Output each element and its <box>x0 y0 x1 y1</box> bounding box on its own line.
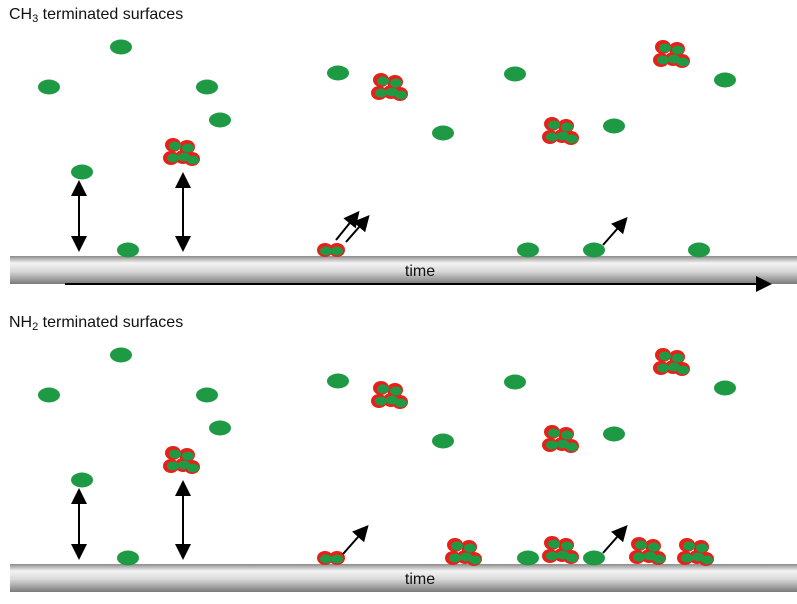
particle <box>209 420 231 436</box>
coated-cluster <box>542 117 579 145</box>
desorb-arrow <box>335 210 360 241</box>
title-prefix: CH <box>9 6 33 23</box>
desorb-arrow <box>602 216 628 246</box>
particle <box>603 426 625 442</box>
time-label: time <box>405 263 435 280</box>
title-subscript: 3 <box>32 13 39 25</box>
adsorbed-particle <box>517 242 539 258</box>
title-prefix: NH <box>9 314 33 331</box>
coated-cluster <box>653 40 690 68</box>
particle <box>714 72 736 88</box>
title-subscript: 2 <box>32 321 39 333</box>
panel-title: CH3 terminated surfaces <box>9 6 183 25</box>
desorb-arrow <box>345 214 370 243</box>
panel-nh2: NH2 terminated surfaces time <box>0 308 797 604</box>
adsorbed-cluster <box>629 537 666 565</box>
diagram-canvas: time <box>10 39 797 292</box>
coated-cluster <box>371 73 408 101</box>
coated-cluster <box>653 348 690 376</box>
adsorbed-particle <box>688 242 710 258</box>
particle <box>196 387 218 403</box>
particle <box>327 373 349 389</box>
adsorbed-particle <box>583 242 605 258</box>
particle <box>603 118 625 134</box>
coated-cluster <box>163 446 200 474</box>
desorb-arrow <box>602 524 628 554</box>
title-suffix: terminated surfaces <box>38 6 184 23</box>
adsorbed-pair <box>317 243 345 257</box>
title-suffix: terminated surfaces <box>38 314 184 331</box>
surface-bar <box>10 256 797 284</box>
panel-ch3: CH3 terminated surfaces <box>0 0 797 296</box>
particle <box>504 66 526 82</box>
particle <box>432 125 454 141</box>
adsorbed-particle <box>583 550 605 566</box>
adsorbed-pair <box>317 551 345 565</box>
particle <box>38 79 60 95</box>
panel-title: NH2 terminated surfaces <box>9 314 183 333</box>
particle <box>327 65 349 81</box>
coated-cluster <box>542 425 579 453</box>
particle <box>71 472 93 488</box>
particle <box>209 112 231 128</box>
coated-cluster <box>371 381 408 409</box>
particle <box>71 164 93 180</box>
diagram-canvas: time <box>10 347 797 592</box>
adsorbed-particle <box>117 242 139 258</box>
particle <box>714 380 736 396</box>
adsorbed-cluster <box>445 538 482 566</box>
particle <box>110 347 132 363</box>
desorb-arrow <box>342 525 369 555</box>
surface-bar <box>10 564 797 592</box>
particle <box>110 39 132 55</box>
time-label: time <box>405 571 435 588</box>
particle <box>432 433 454 449</box>
particle <box>196 79 218 95</box>
adsorbed-particle <box>517 550 539 566</box>
adsorbed-cluster <box>677 538 714 566</box>
adsorbed-particle <box>117 550 139 566</box>
coated-cluster <box>163 138 200 166</box>
adsorbed-cluster <box>542 536 579 564</box>
particle <box>504 374 526 390</box>
particle <box>38 387 60 403</box>
